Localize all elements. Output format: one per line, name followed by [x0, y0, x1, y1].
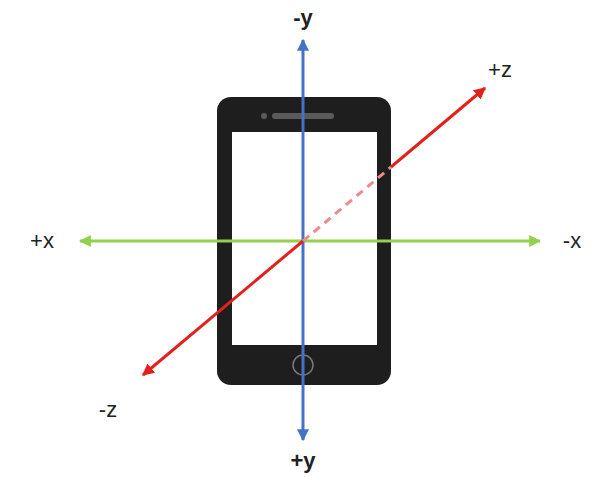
z-axis-hidden — [303, 167, 391, 241]
axis-label: -y — [293, 7, 313, 29]
z-axis-front — [143, 241, 303, 375]
axis-label: -z — [99, 399, 117, 421]
z-axis-back — [391, 88, 485, 167]
axis-label: +z — [488, 59, 512, 81]
axis-label: -x — [563, 230, 581, 252]
phone-camera — [261, 113, 267, 119]
x-axis — [80, 240, 540, 243]
axis-label: +y — [290, 450, 315, 472]
axis-label: +x — [30, 230, 54, 252]
